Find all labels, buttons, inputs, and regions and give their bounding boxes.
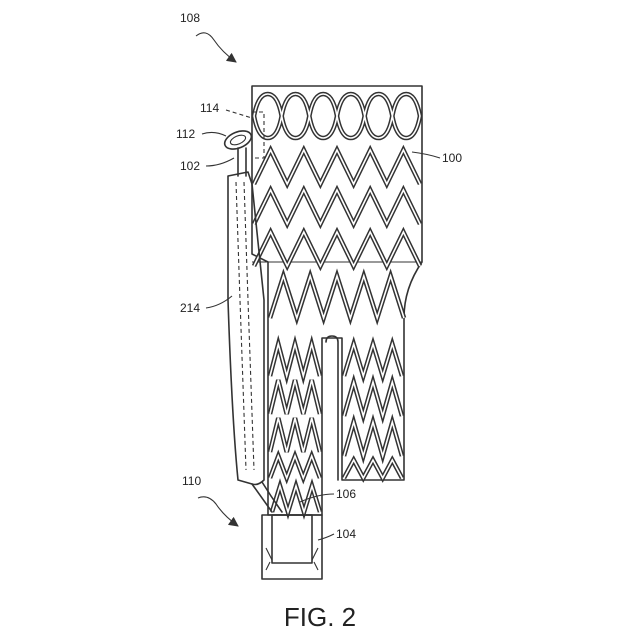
stent-rings xyxy=(254,94,420,512)
label-110: 110 xyxy=(182,474,201,488)
ring-112-inner xyxy=(229,133,247,146)
lower-stent-ring xyxy=(266,548,318,570)
label-102: 102 xyxy=(180,159,200,173)
label-100: 100 xyxy=(442,151,462,165)
housing-104 xyxy=(262,515,322,579)
label-108: 108 xyxy=(180,11,200,25)
label-112: 112 xyxy=(176,127,195,141)
leader-104 xyxy=(318,534,334,540)
housing-inner xyxy=(272,515,312,563)
figure-caption: FIG. 2 xyxy=(284,602,356,632)
leader-112 xyxy=(202,132,226,136)
arrow-110 xyxy=(198,497,238,526)
label-214: 214 xyxy=(180,301,200,315)
contralateral-tube xyxy=(326,336,338,480)
leader-114 xyxy=(226,110,252,118)
guide-wire xyxy=(238,148,246,176)
ring-112 xyxy=(222,127,254,152)
leader-100 xyxy=(412,152,440,158)
label-114: 114 xyxy=(200,101,219,115)
sheath-inner-dash xyxy=(236,182,246,470)
arrow-108 xyxy=(196,33,236,62)
leader-102 xyxy=(206,158,234,166)
label-104: 104 xyxy=(336,527,356,541)
label-106: 106 xyxy=(336,487,356,501)
